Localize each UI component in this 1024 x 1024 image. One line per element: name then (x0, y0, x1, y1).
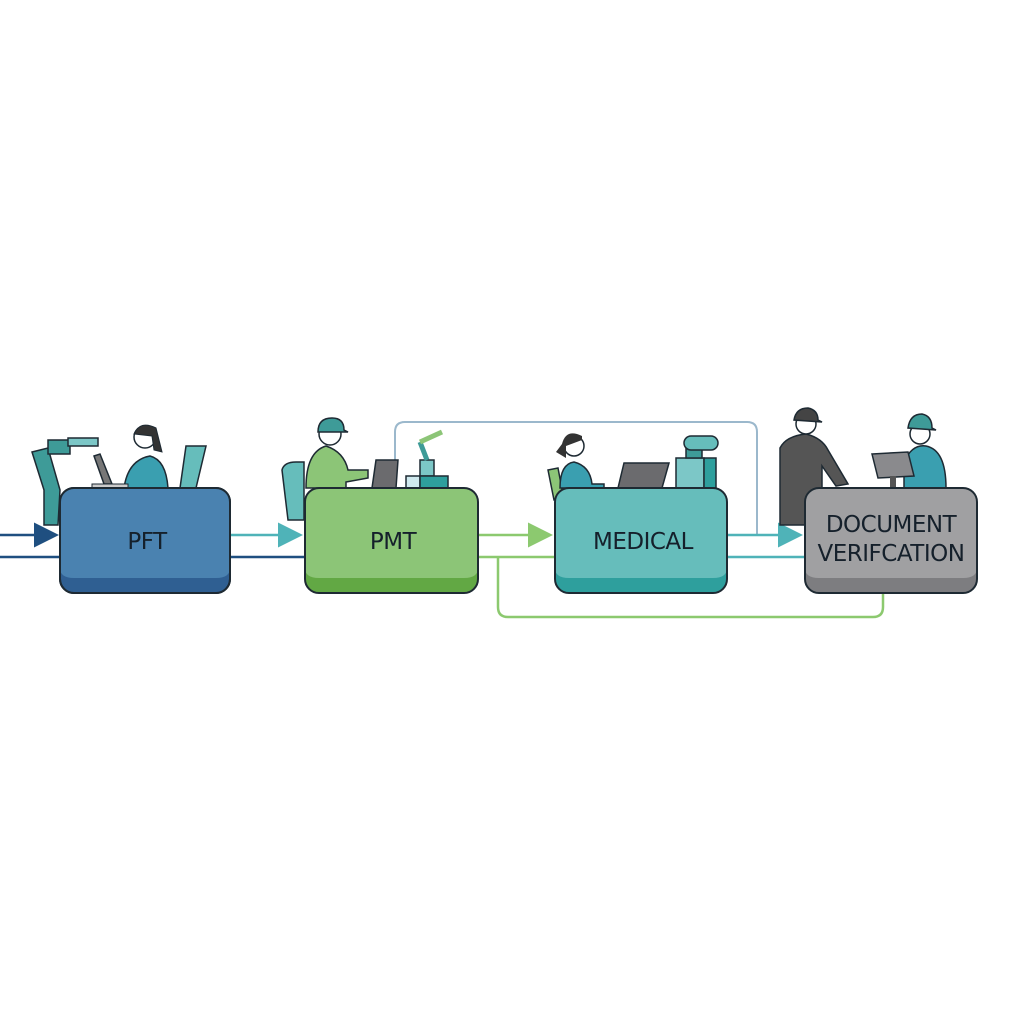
stage-label-medical: MEDICAL (593, 529, 694, 555)
stage-document-verification[interactable]: DOCUMENT VERIFCATION (804, 487, 978, 594)
stage-pft[interactable]: PFT (59, 487, 231, 594)
machine-arm-icon (31, 447, 61, 526)
stage-label-verification: VERIFCATION (818, 541, 965, 567)
document-verification-illustration (779, 407, 947, 526)
hard-hat-icon (907, 413, 937, 431)
chair-icon (179, 445, 207, 489)
pft-illustration (31, 424, 207, 526)
stage-label-pft: PFT (127, 529, 168, 555)
person-officer-icon (779, 433, 850, 526)
laptop-icon (371, 459, 399, 489)
stage-medical[interactable]: MEDICAL (554, 487, 728, 594)
medical-device-icon (675, 457, 705, 489)
stage-label-document: DOCUMENT (826, 512, 958, 538)
tablet-icon (93, 453, 114, 485)
pmt-illustration (281, 417, 449, 521)
stage-pmt[interactable]: PMT (304, 487, 479, 594)
person-woman-icon (123, 455, 169, 489)
clipboard-icon (871, 451, 915, 479)
bypass-loop-green (496, 557, 885, 619)
person-worker-icon (305, 445, 369, 489)
person-doctor-icon (559, 461, 605, 489)
chair-icon (281, 461, 305, 521)
feedback-loop-blue (394, 421, 758, 535)
robot-arm-icon (419, 459, 435, 477)
hard-hat-icon (317, 417, 349, 433)
connectors (0, 522, 805, 559)
medical-illustration (547, 433, 719, 501)
hard-hat-icon (793, 407, 823, 423)
laptop-icon (617, 462, 670, 489)
stage-label-pmt: PMT (370, 529, 418, 555)
